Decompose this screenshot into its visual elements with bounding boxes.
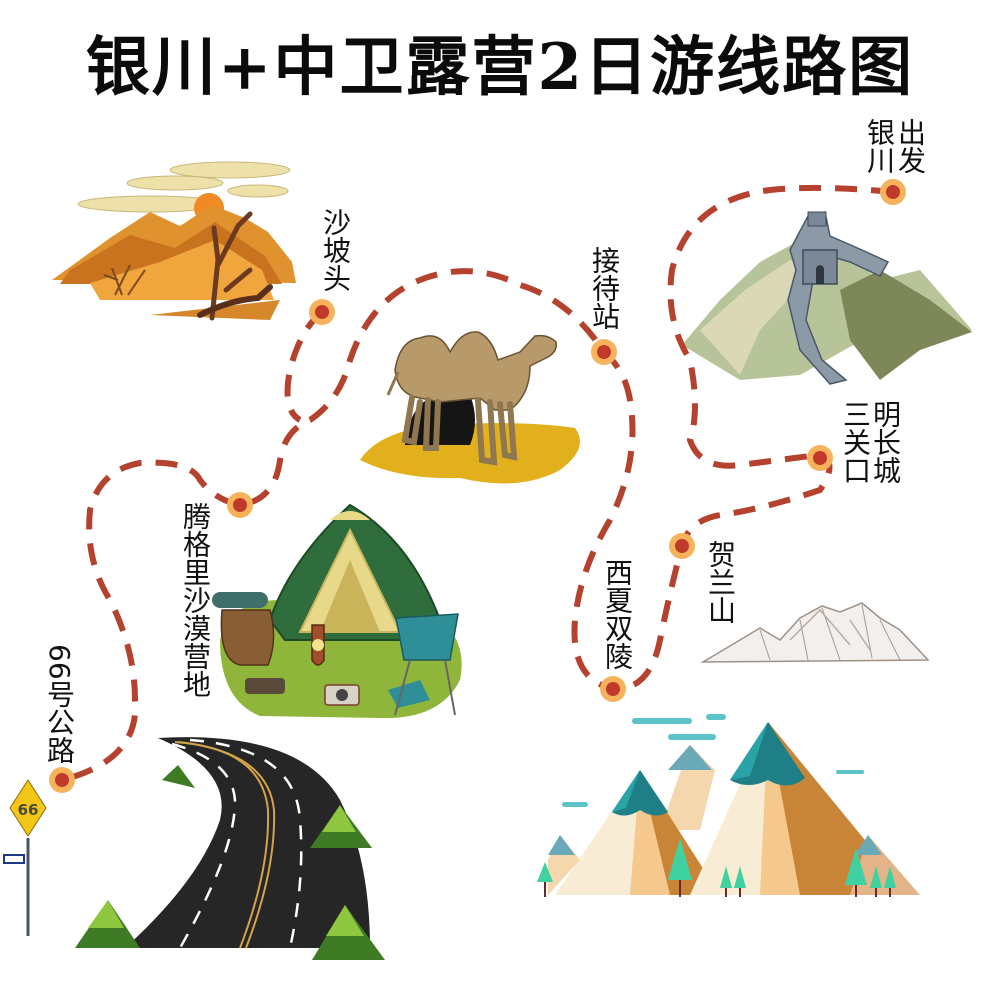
- label-sanguankou-col1: 三关口: [839, 400, 872, 484]
- highway-illustration: [75, 737, 385, 960]
- marker-route66[interactable]: [49, 767, 75, 793]
- marker-sanguankou[interactable]: [807, 445, 833, 471]
- marker-helanshan[interactable]: [669, 533, 695, 559]
- teal-mountains-illustration: [537, 714, 920, 897]
- camping-tent-illustration: [212, 503, 462, 719]
- label-tengger: 腾格里沙漠营地: [179, 502, 212, 698]
- camel-illustration: [360, 331, 580, 484]
- route-path: [61, 184, 894, 783]
- desert-dunes-illustration: [52, 161, 296, 321]
- marker-yinchuan[interactable]: [880, 179, 906, 205]
- marker-xixia[interactable]: [600, 676, 626, 702]
- marker-shapotou[interactable]: [309, 299, 335, 325]
- label-yinchuan-col1: 银川: [863, 118, 896, 174]
- route-66-sign-text: 66: [18, 801, 39, 819]
- label-yinchuan-col2: 出发: [894, 118, 927, 174]
- marker-tengger[interactable]: [227, 492, 253, 518]
- route-66-sign: 66: [3, 779, 47, 936]
- label-helanshan: 贺兰山: [704, 540, 737, 624]
- label-shapotou: 沙坡头: [319, 208, 352, 292]
- label-xixia: 西夏双陵: [601, 558, 634, 670]
- label-sanguankou-col2: 明长城: [869, 400, 902, 484]
- label-route66: 66号公路: [43, 644, 76, 764]
- label-jiedaizhan: 接待站: [588, 246, 621, 330]
- helan-mountain-illustration: [700, 602, 930, 663]
- marker-jiedaizhan[interactable]: [591, 339, 617, 365]
- page-title: 银川+中卫露营2日游线路图: [85, 30, 915, 105]
- great-wall-illustration: [682, 211, 972, 385]
